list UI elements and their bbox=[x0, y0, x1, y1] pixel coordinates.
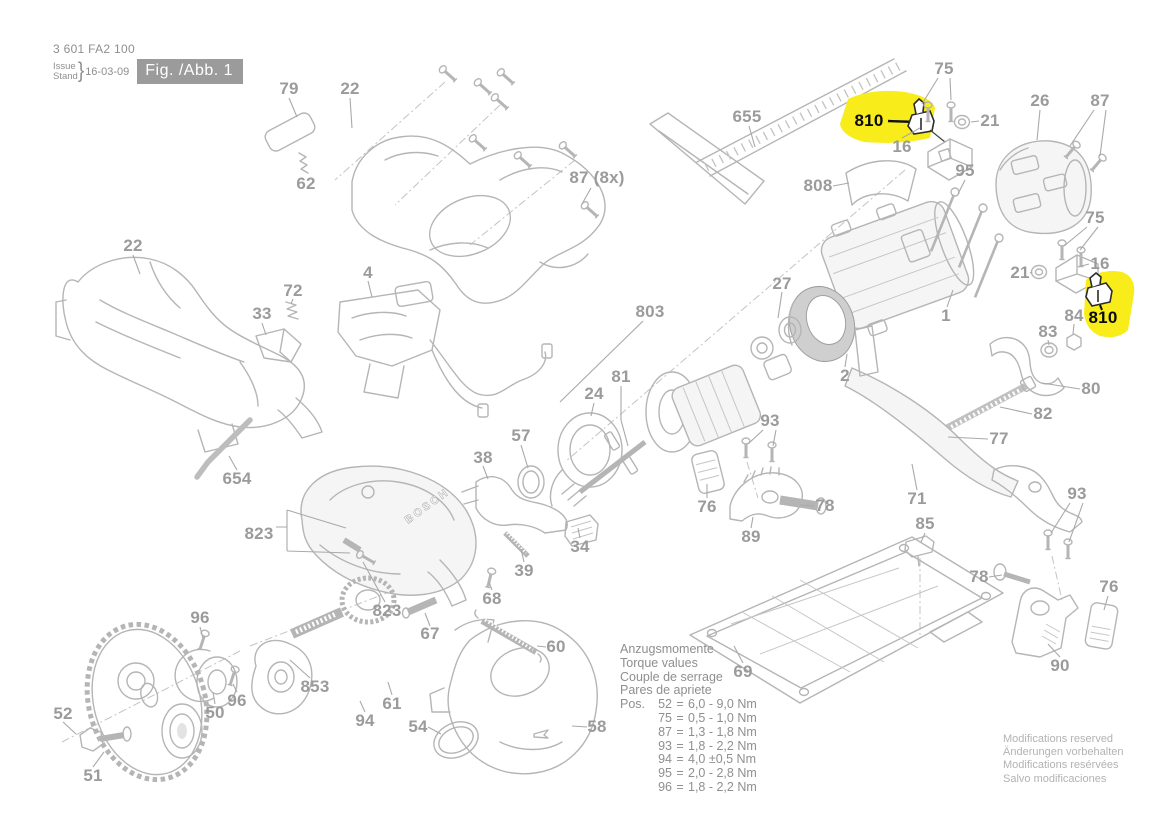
motor-1-drawing bbox=[820, 200, 975, 337]
modifications-note-line: Modifications reserved bbox=[1003, 733, 1114, 745]
sheet-808-drawing bbox=[845, 160, 917, 206]
nut-83-drawing bbox=[1040, 342, 1058, 358]
lever-80-drawing bbox=[989, 337, 1065, 397]
brace-glyph: } bbox=[77, 58, 85, 83]
grommet-21-top-drawing bbox=[953, 114, 971, 130]
torque-entry-93: 93=1,8 - 2,2 Nm bbox=[658, 738, 757, 753]
saw-blade-drawing bbox=[84, 621, 210, 783]
modifications-note-line: Modifications resérvées bbox=[1003, 759, 1119, 772]
modifications-note-line: Änderungen vorbehalten bbox=[1003, 746, 1124, 759]
knob-85-drawing bbox=[904, 535, 935, 567]
clamp-33-drawing bbox=[255, 328, 302, 363]
type-number: 3 601 FA2 100 bbox=[53, 42, 135, 56]
issue-label: Issue bbox=[53, 60, 76, 72]
magnets-81-drawing bbox=[603, 431, 639, 475]
ring-54-drawing bbox=[433, 721, 479, 759]
figure-number-box: Fig. /Abb. 1 bbox=[137, 59, 244, 84]
brush-plate-16-top-drawing bbox=[927, 138, 973, 181]
clamp-washer-51-drawing bbox=[161, 703, 203, 759]
pivot-arm-71-drawing bbox=[844, 325, 1083, 533]
fence-655-drawing bbox=[649, 58, 907, 205]
grommet-21-right-drawing bbox=[1030, 264, 1048, 280]
pad-79-drawing bbox=[264, 112, 316, 152]
modifications-note-line: Salvo modificaciones bbox=[1003, 772, 1107, 785]
torque-entry-87: 87=1,3 - 1,8 Nm bbox=[658, 724, 757, 739]
bearing-flange-24-drawing bbox=[549, 412, 623, 507]
top-housing-drawing bbox=[264, 62, 606, 304]
drawing-header: 3 601 FA2 100 Issue Stand } 16-03-09 Fig… bbox=[53, 42, 244, 84]
torque-heading-line: Couple de serrage bbox=[620, 669, 723, 684]
torque-entry-96: 96=1,8 - 2,2 Nm bbox=[658, 779, 757, 794]
switch-4-drawing bbox=[337, 280, 553, 418]
spring-72-drawing bbox=[285, 301, 299, 320]
base-plate-69-drawing bbox=[689, 536, 1004, 704]
torque-entry-75: 75=0,5 - 1,0 Nm bbox=[658, 710, 757, 725]
block-34-drawing bbox=[564, 514, 599, 547]
torque-entry-94: 94=4,0 ±0,5 Nm bbox=[658, 752, 756, 767]
cap-84-drawing bbox=[1066, 333, 1082, 351]
stator-2-drawing bbox=[787, 286, 856, 362]
stand-label: Stand bbox=[53, 70, 78, 82]
highlight-810-right bbox=[1084, 271, 1135, 338]
motor-cup-26-drawing bbox=[995, 140, 1092, 235]
spring-62-drawing bbox=[298, 152, 309, 174]
blade-guard-823-drawing: BOSCH bbox=[300, 465, 477, 607]
highlight-810-top bbox=[840, 90, 946, 143]
hex-key-654-drawing bbox=[194, 417, 253, 480]
torque-heading-line: Torque values bbox=[620, 655, 698, 670]
bevel-bracket-90-drawing bbox=[1011, 587, 1079, 658]
spring-60-drawing bbox=[474, 609, 542, 663]
knob-76-left-drawing bbox=[691, 450, 725, 494]
issue-date: 16-03-09 bbox=[85, 65, 130, 78]
torque-entry-95: 95=2,0 - 2,8 Nm bbox=[658, 766, 757, 781]
pin-67-drawing bbox=[401, 596, 438, 619]
armature-803-drawing bbox=[561, 316, 802, 507]
lever-38-drawing bbox=[461, 476, 568, 534]
cam-lever-89-drawing bbox=[729, 466, 803, 522]
torque-entry-52: Pos.52=6,0 - 9,0 Nm bbox=[620, 697, 757, 712]
pin-78-left-drawing bbox=[779, 495, 827, 515]
spring-39-drawing bbox=[503, 531, 530, 558]
lower-guard-58-drawing bbox=[429, 618, 598, 775]
ring-57-drawing bbox=[517, 465, 545, 499]
torque-heading-line: Pares de apriete bbox=[620, 683, 712, 698]
gear-spindle-drawing bbox=[117, 575, 397, 715]
torque-heading-line: Anzugsmomente bbox=[620, 642, 714, 656]
blade-bolt-52-drawing bbox=[79, 726, 132, 752]
pin-78-right-drawing bbox=[993, 563, 1031, 585]
leader-lines bbox=[62, 77, 1109, 768]
knob-76-right-drawing bbox=[1084, 602, 1119, 650]
issue-stand-labels: Issue Stand bbox=[53, 60, 78, 82]
